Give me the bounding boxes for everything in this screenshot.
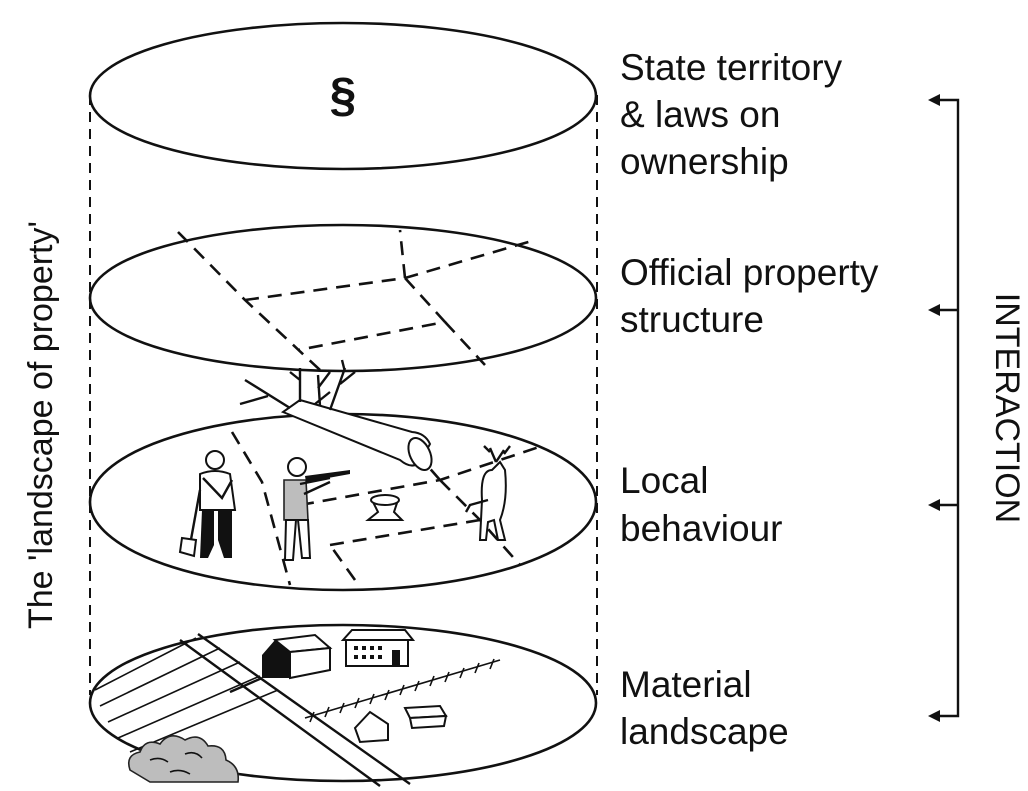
layer-state: §: [88, 21, 598, 171]
layer-material: [88, 623, 598, 787]
person-with-axe-icon: [178, 450, 237, 558]
layer-official-ellipse: [88, 223, 598, 373]
deer-icon: [464, 445, 511, 541]
layer-local: [88, 359, 598, 592]
interaction-caption: INTERACTION: [988, 293, 1026, 523]
arrow-to-state-icon: [928, 94, 940, 106]
farmhouse-icon: [340, 629, 416, 667]
arrow-to-local-icon: [928, 499, 940, 511]
barn-icon: [229, 633, 333, 694]
layer-material-ellipse: [88, 623, 598, 783]
label-state: State territory & laws on ownership: [620, 47, 852, 182]
label-official: Official property structure: [620, 252, 889, 340]
arrow-to-official-icon: [928, 304, 940, 316]
layer-state-ellipse: [88, 21, 598, 171]
person-with-rifle-icon: [283, 457, 350, 561]
tree-stump-icon: [365, 494, 405, 521]
landscape-of-property-caption: The 'landscape of property': [22, 221, 60, 629]
layer-labels: State territory & laws on ownership Offi…: [620, 47, 889, 752]
forest-icon: [127, 735, 240, 783]
label-local: Local behaviour: [620, 460, 783, 549]
layer-official: [88, 223, 598, 373]
interaction-bracket: [928, 94, 960, 722]
arrow-to-material-icon: [928, 710, 940, 722]
property-boundaries: [177, 229, 536, 371]
small-house-icon: [353, 704, 448, 744]
section-sign-icon: §: [330, 69, 357, 122]
fallen-tree-icon: [239, 359, 433, 471]
fence-icon: [304, 658, 501, 723]
label-material: Material landscape: [620, 664, 789, 752]
